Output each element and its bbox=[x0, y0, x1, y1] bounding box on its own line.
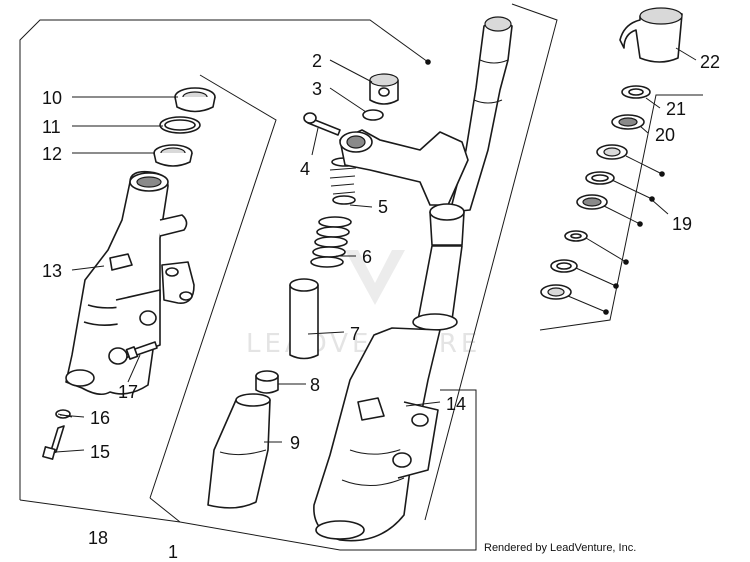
callout-22: 22 bbox=[700, 52, 720, 72]
callout-16: 16 bbox=[90, 408, 110, 428]
reference-dots bbox=[425, 59, 665, 315]
callout-9: 9 bbox=[290, 433, 300, 453]
callout-4: 4 bbox=[300, 159, 310, 179]
callout-10: 10 bbox=[42, 88, 62, 108]
damper-parts bbox=[207, 73, 399, 509]
render-credit: Rendered by LeadVenture, Inc. bbox=[484, 542, 637, 554]
callout-15: 15 bbox=[90, 442, 110, 462]
callout-2: 2 bbox=[312, 51, 322, 71]
callout-6: 6 bbox=[362, 247, 372, 267]
headset-bearings bbox=[540, 7, 683, 300]
callout-18: 18 bbox=[88, 528, 108, 548]
callout-17: 17 bbox=[118, 382, 138, 402]
left-fork-leg bbox=[42, 87, 216, 460]
assembly-frames bbox=[19, 3, 703, 551]
callout-20: 20 bbox=[655, 125, 675, 145]
callout-21: 21 bbox=[666, 99, 686, 119]
leader-lines bbox=[55, 47, 697, 453]
callout-labels: 1 2 3 4 5 6 7 8 9 10 11 12 13 14 15 16 1… bbox=[42, 51, 720, 562]
watermark: LEADVENTURE bbox=[246, 250, 477, 359]
callout-14: 14 bbox=[446, 394, 466, 414]
callout-3: 3 bbox=[312, 79, 322, 99]
callout-13: 13 bbox=[42, 261, 62, 281]
callout-8: 8 bbox=[310, 375, 320, 395]
callout-7: 7 bbox=[350, 324, 360, 344]
callout-12: 12 bbox=[42, 144, 62, 164]
callout-1: 1 bbox=[168, 542, 178, 562]
callout-11: 11 bbox=[42, 117, 61, 137]
callout-5: 5 bbox=[378, 197, 388, 217]
right-fork-leg bbox=[313, 16, 513, 542]
callout-19: 19 bbox=[672, 214, 692, 234]
